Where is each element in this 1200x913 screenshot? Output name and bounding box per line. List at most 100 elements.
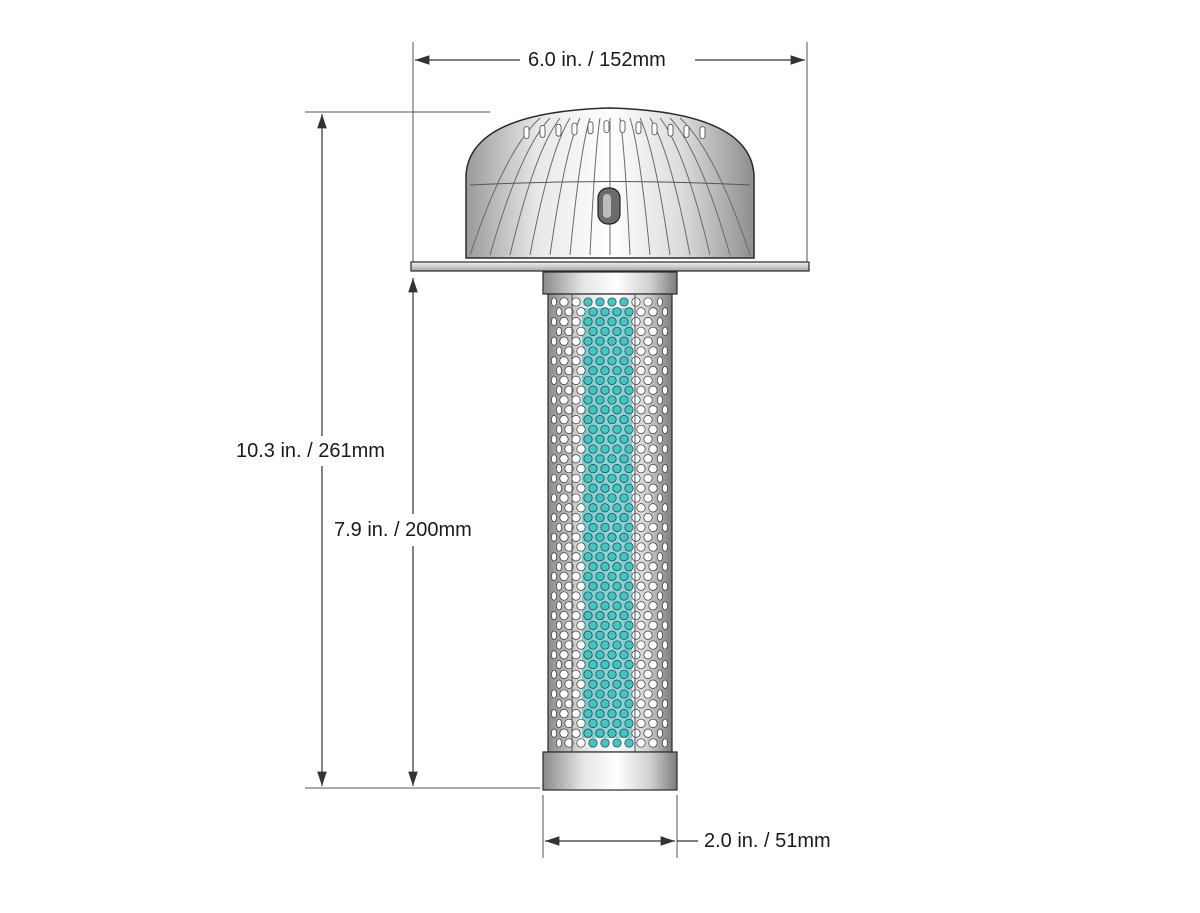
perforation-hole — [619, 473, 629, 483]
perforation-hole — [607, 454, 617, 464]
perforation-hole — [648, 444, 658, 454]
perforation-hole — [648, 385, 658, 395]
dome-rib — [639, 117, 671, 256]
perforation-hole — [571, 630, 581, 640]
perforation-hole — [636, 679, 646, 689]
perforation-hole — [595, 395, 605, 405]
perforation-hole — [600, 483, 610, 493]
dome-slot — [523, 126, 530, 139]
perforation-hole — [657, 689, 663, 699]
perforation-hole — [564, 405, 574, 415]
perforation-hole — [643, 434, 653, 444]
perforation-hole — [571, 297, 581, 307]
perforation-hole — [551, 611, 557, 621]
perforation-hole — [583, 434, 593, 444]
perforation-hole — [662, 326, 668, 336]
flange — [410, 261, 810, 272]
perforation-hole — [648, 718, 658, 728]
dome-rib — [659, 117, 711, 256]
perforation-hole — [643, 532, 653, 542]
perforation-hole — [576, 503, 586, 513]
perforation-hole — [551, 532, 557, 542]
perforation-hole — [631, 689, 641, 699]
perforation-hole — [643, 650, 653, 660]
perforation-hole — [600, 444, 610, 454]
perforation-hole — [559, 395, 569, 405]
perforation-hole — [551, 317, 557, 327]
perforation-hole — [631, 709, 641, 719]
perforation-hole — [643, 415, 653, 425]
perforation-hole — [612, 562, 622, 572]
perforation-hole — [643, 728, 653, 738]
perforation-hole — [564, 679, 574, 689]
dome-slot — [539, 125, 546, 138]
perforation-hole — [583, 728, 593, 738]
perforation-hole — [657, 415, 663, 425]
perforation-hole — [631, 317, 641, 327]
dome-slot — [635, 121, 642, 135]
perforation-hole — [588, 385, 598, 395]
perforation-hole — [636, 601, 646, 611]
perforation-hole — [600, 581, 610, 591]
perforation-hole — [576, 307, 586, 317]
perforation-hole — [559, 611, 569, 621]
perforation-hole — [619, 591, 629, 601]
perforation-hole — [595, 317, 605, 327]
perforation-hole — [583, 297, 593, 307]
perforation-hole — [619, 395, 629, 405]
perforation-hole — [551, 434, 557, 444]
perforation-hole — [556, 464, 562, 474]
perforation-hole — [648, 738, 658, 748]
perforation-hole — [576, 620, 586, 630]
perforation-hole — [648, 601, 658, 611]
perforation-hole — [556, 326, 562, 336]
perforation-hole — [624, 366, 634, 376]
perforation-hole — [588, 660, 598, 670]
perforation-hole — [607, 317, 617, 327]
perforation-hole — [612, 699, 622, 709]
perforation-hole — [551, 493, 557, 503]
perforation-hole — [583, 591, 593, 601]
perforation-hole — [600, 503, 610, 513]
overall-height-label: 10.3 in. / 261mm — [228, 439, 393, 463]
perforation-hole — [657, 493, 663, 503]
perforation-hole — [662, 405, 668, 415]
perforation-hole — [619, 532, 629, 542]
perforation-hole — [551, 552, 557, 562]
perforation-hole — [559, 336, 569, 346]
perforation-hole — [600, 366, 610, 376]
perforation-hole — [556, 660, 562, 670]
perforation-hole — [576, 326, 586, 336]
perforation-hole — [564, 483, 574, 493]
pipe-end-collar — [542, 751, 678, 791]
perforation-hole — [595, 571, 605, 581]
perforation-hole — [619, 297, 629, 307]
perforation-hole — [564, 326, 574, 336]
dome-rib — [529, 117, 571, 256]
perforation-hole — [564, 366, 574, 376]
perforation-hole — [607, 532, 617, 542]
perforation-hole — [595, 356, 605, 366]
perforation-hole — [619, 650, 629, 660]
perforation-hole — [619, 709, 629, 719]
perforation-hole — [551, 728, 557, 738]
perforation-hole — [624, 640, 634, 650]
perforation-hole — [559, 650, 569, 660]
perforation-hole — [624, 385, 634, 395]
perforation-hole — [576, 562, 586, 572]
perforation-hole — [588, 307, 598, 317]
perforation-hole — [576, 366, 586, 376]
perforation-hole — [657, 513, 663, 523]
perforation-hole — [559, 473, 569, 483]
perforation-hole — [576, 660, 586, 670]
perforation-hole — [657, 395, 663, 405]
perforation-hole — [612, 405, 622, 415]
perforation-hole — [559, 493, 569, 503]
perforation-hole — [612, 542, 622, 552]
perforation-hole — [643, 375, 653, 385]
perforation-hole — [595, 591, 605, 601]
perforation-hole — [636, 640, 646, 650]
perforation-hole — [607, 571, 617, 581]
perforation-hole — [583, 552, 593, 562]
perforated-pipe — [542, 271, 678, 791]
